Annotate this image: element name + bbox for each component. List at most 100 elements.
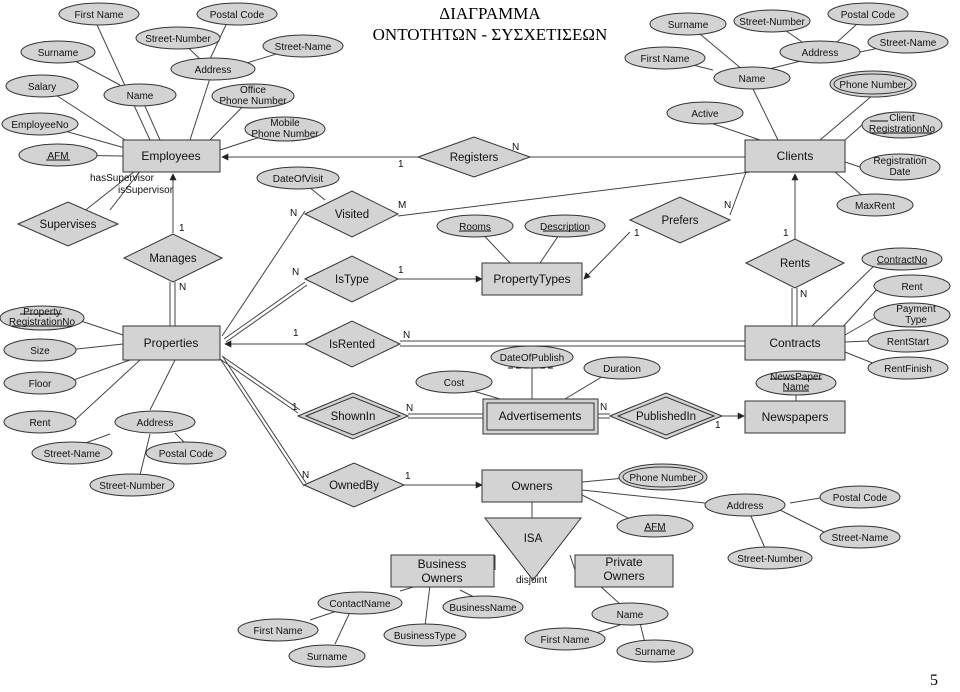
attr-emp-surname (20, 40, 96, 64)
label-attr-bo-business-type: BusinessType (394, 631, 457, 642)
attr-pt-description (524, 214, 606, 238)
annotation-disjoint: disjoint (516, 575, 547, 586)
attr-np-name (755, 370, 837, 396)
label-attr-cl-street-name: Street-Name (880, 38, 937, 49)
attr-ct-rent-finish (867, 356, 949, 380)
label-attr-emp-afm: AFM (47, 151, 68, 162)
label-attr-emp-office-phone-1: Office (240, 85, 266, 96)
entity-clients (744, 139, 846, 173)
label-manages: Manages (149, 253, 197, 265)
attr-bo-business-name (442, 595, 524, 619)
rel-isa (483, 517, 583, 581)
annotation-has-supervisor: hasSupervisor (90, 173, 155, 184)
attr-cl-reg-date (859, 153, 941, 181)
label-attr-ad-cost: Cost (444, 378, 465, 389)
label-attr-po-first-name: First Name (541, 635, 590, 646)
label-attr-cl-max-rent: MaxRent (855, 201, 895, 212)
card-ownedby-prop: N (302, 470, 309, 481)
attr-cl-address (779, 40, 861, 64)
attr-bo-contact-name (317, 591, 403, 615)
attr-pr-street-name (31, 441, 113, 465)
label-attr-emp-street-name: Street-Name (275, 42, 332, 53)
label-attr-cl-first-name: First Name (641, 54, 690, 65)
label-isa: ISA (524, 533, 543, 545)
rel-shown-in-inner (304, 396, 402, 436)
label-attr-ow-street-number: Street-Number (737, 554, 803, 565)
relationships (16, 136, 846, 581)
label-attr-pr-street-number: Street-Number (99, 481, 165, 492)
label-attr-emp-office-phone-2: Phone Number (219, 96, 287, 107)
attr-emp-name (103, 83, 177, 107)
attr-cl-max-rent (836, 193, 914, 217)
rel-shown-in (296, 392, 410, 440)
attr-emp-postal-code (196, 2, 278, 26)
label-registers: Registers (450, 152, 499, 164)
rel-rents (744, 238, 846, 289)
label-attr-cl-address: Address (802, 48, 839, 59)
label-private-owners-1: Private (605, 555, 643, 569)
attr-ct-rent-start (867, 329, 949, 353)
card-manages-emp: 1 (179, 223, 185, 234)
attr-emp-address (170, 57, 256, 81)
label-published-in: PublishedIn (636, 411, 696, 423)
rel-is-rented (303, 320, 402, 368)
attr-cl-phone-number-inner (833, 73, 913, 95)
label-business-owners-2: Owners (421, 571, 462, 585)
attr-ct-payment-type (873, 302, 951, 328)
label-attr-pr-size: Size (30, 346, 50, 357)
label-properties: Properties (144, 336, 199, 350)
attr-cl-phone-number (829, 70, 917, 98)
rel-visited (303, 190, 400, 238)
label-attr-pt-description: Description (540, 222, 590, 233)
label-attr-cl-surname: Surname (668, 20, 709, 31)
entity-property-types (481, 262, 583, 296)
label-attr-pr-address: Address (137, 418, 174, 429)
card-visited-prop: N (290, 208, 297, 219)
label-attr-emp-postal-code: Postal Code (210, 10, 265, 21)
entity-advertisements-inner (486, 402, 595, 431)
label-attr-np-name-1: NewsPaper (770, 372, 822, 383)
label-attr-cl-street-number: Street-Number (739, 17, 805, 28)
label-attr-pr-rent: Rent (29, 418, 50, 429)
label-attr-ct-rent: Rent (901, 282, 922, 293)
rel-owned-by (302, 462, 406, 508)
attr-bo-first-name (237, 618, 319, 642)
card-publishedin-np: 1 (715, 420, 721, 431)
attr-pt-rooms (436, 214, 514, 238)
label-attr-emp-first-name: First Name (75, 10, 124, 21)
attr-bo-surname (288, 644, 366, 668)
label-attr-pr-street-name: Street-Name (44, 449, 101, 460)
label-private-owners-2: Owners (603, 569, 644, 583)
attr-ow-phone-number-inner (622, 466, 704, 488)
label-contracts: Contracts (769, 336, 820, 350)
attr-ct-contract-no (861, 247, 943, 271)
card-prefers-cl: N (724, 200, 731, 211)
label-attr-date-of-visit: DateOfVisit (273, 174, 324, 185)
card-rents-ct: N (800, 289, 807, 300)
attr-cl-active (666, 101, 744, 125)
card-registers-emp: 1 (398, 159, 404, 170)
page-number: 5 (930, 672, 938, 689)
label-shown-in: ShownIn (331, 411, 376, 423)
label-employees: Employees (141, 149, 200, 163)
label-attr-pr-floor: Floor (29, 379, 52, 390)
label-attr-pr-postal-code: Postal Code (159, 449, 214, 460)
label-attr-ct-payment-type-1: Payment (896, 304, 936, 315)
label-attr-bo-contact-name: ContactName (329, 599, 391, 610)
attr-ad-cost (415, 370, 493, 394)
card-visited-cl: M (398, 200, 406, 211)
title-line-1: ΔΙΑΓΡΑΜΜΑ (439, 4, 541, 23)
label-attr-pr-reg-no-1: Property (23, 307, 61, 318)
attr-cl-street-number (733, 9, 811, 33)
attr-emp-salary (5, 74, 79, 98)
rel-supervises (16, 201, 120, 247)
diagram-title: ΔΙΑΓΡΑΜΜΑ ΟΝΤΟΤΗΤΩΝ - ΣΥΣΧΕΤΙΣΕΩΝ (345, 3, 635, 45)
attr-ow-postal-code (819, 485, 901, 509)
card-registers-cl: N (512, 142, 519, 153)
attr-ow-address (704, 493, 786, 517)
attr-po-surname (616, 639, 694, 663)
label-attr-ad-date-of-publish: DateOfPublish (500, 353, 564, 364)
entity-properties (122, 325, 221, 361)
attr-ct-rent (873, 274, 951, 298)
attr-date-of-visit (256, 166, 340, 190)
